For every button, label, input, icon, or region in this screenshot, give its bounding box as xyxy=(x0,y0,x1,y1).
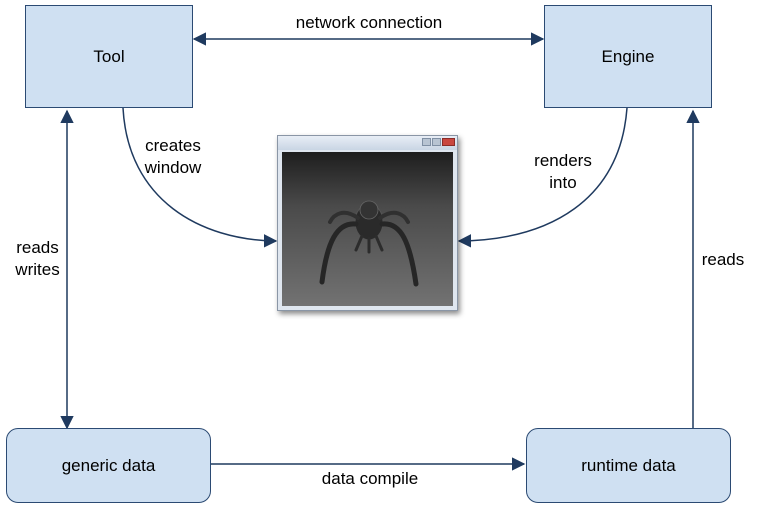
engine-node-label: Engine xyxy=(601,46,655,66)
creates-window-arrow xyxy=(122,107,278,248)
tool-node-label: Tool xyxy=(93,46,125,66)
generic-data-node: generic data xyxy=(6,428,211,503)
maximize-icon xyxy=(432,138,441,146)
renders-into-label: renders into xyxy=(534,151,592,192)
runtime-data-label: runtime data xyxy=(581,455,676,475)
runtime-data-node: runtime data xyxy=(526,428,731,503)
creates-window-label: creates window xyxy=(144,136,202,177)
reads-label: reads xyxy=(701,250,745,269)
generic-data-label: generic data xyxy=(61,455,156,475)
window-controls xyxy=(422,138,455,146)
window-title-bar xyxy=(278,136,457,150)
network-connection-label: network connection xyxy=(295,13,443,32)
render-window-screenshot xyxy=(277,135,458,311)
minimize-icon xyxy=(422,138,431,146)
data-compile-label: data compile xyxy=(321,469,419,488)
close-icon xyxy=(442,138,455,146)
render-viewport xyxy=(282,152,453,306)
engine-node: Engine xyxy=(544,5,712,108)
renders-into-arrow xyxy=(457,107,628,248)
creature-model-icon xyxy=(319,200,419,287)
reads-writes-label: reads writes xyxy=(15,238,60,279)
tool-node: Tool xyxy=(25,5,193,108)
